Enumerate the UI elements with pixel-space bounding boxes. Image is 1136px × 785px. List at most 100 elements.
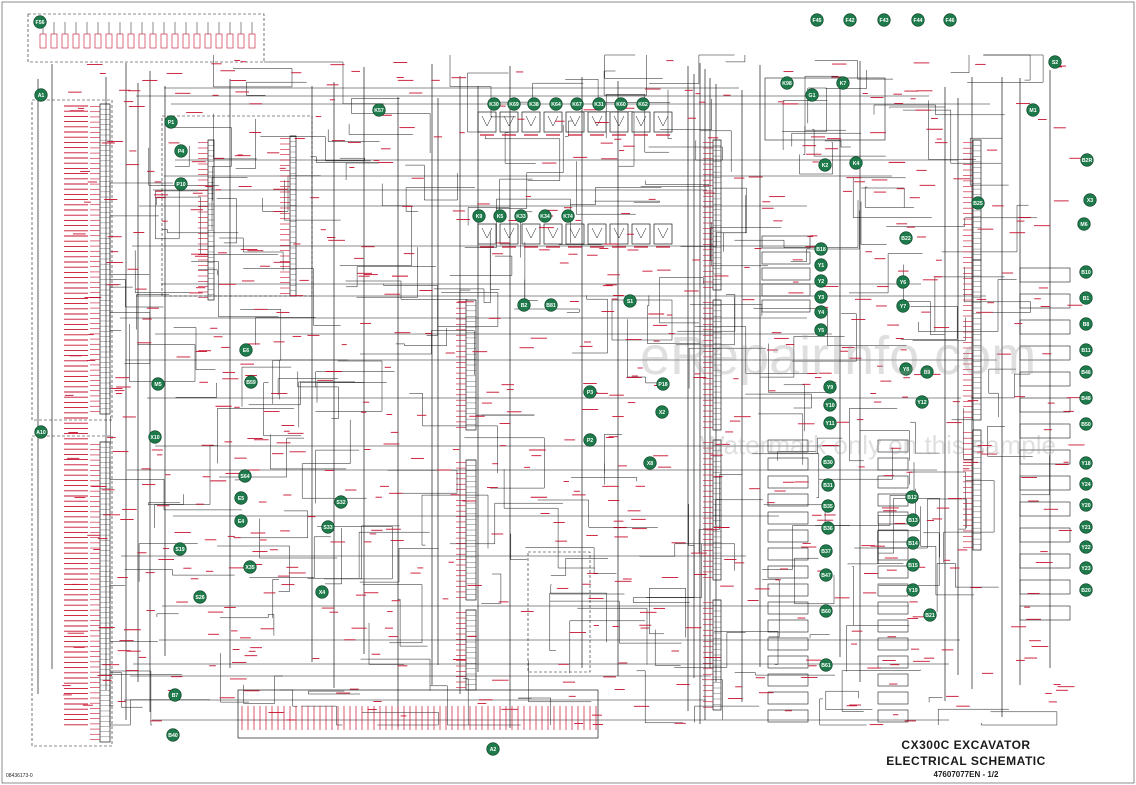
component-marker-label-s64: S64 <box>240 474 249 480</box>
component-marker-x2: X2 <box>655 405 669 419</box>
component-marker-m1: M1 <box>1026 103 1040 117</box>
component-marker-b18: B18 <box>814 242 828 256</box>
wire-8 <box>220 653 249 703</box>
wire-55 <box>249 536 331 578</box>
sensor-block-12 <box>767 655 809 669</box>
fuse-0 <box>39 33 47 49</box>
component-marker-label-b7: B7 <box>172 693 179 699</box>
component-marker-label-f44: F44 <box>914 18 923 24</box>
wire-249 <box>710 222 768 267</box>
solenoid-block-7 <box>877 565 909 579</box>
wire-26 <box>648 140 723 161</box>
wire-224 <box>325 528 342 585</box>
component-marker-b60: B60 <box>819 604 833 618</box>
component-marker-circle-s1 <box>623 294 637 308</box>
component-marker-circle-b30 <box>821 455 835 469</box>
component-marker-circle-b46 <box>1079 365 1093 379</box>
component-marker-label-k62: K62 <box>638 102 648 108</box>
sensor-block-3 <box>767 493 809 507</box>
wire-142 <box>860 201 887 245</box>
component-marker-label-e4: E4 <box>238 519 244 525</box>
component-marker-label-k57: K57 <box>374 108 384 114</box>
fuse-7 <box>116 33 124 49</box>
solenoid-block-11 <box>877 637 909 651</box>
component-marker-label-e6: E6 <box>243 348 249 354</box>
wire-76 <box>694 705 760 723</box>
wire-140 <box>852 177 932 218</box>
component-marker-label-b11: B11 <box>1081 348 1090 354</box>
component-marker-y22: Y22 <box>1079 540 1093 554</box>
sensor-block-5 <box>767 529 809 543</box>
right-sensor-block-5 <box>1019 397 1071 413</box>
wire-130 <box>646 504 695 598</box>
component-marker-label-p18: P18 <box>658 382 667 388</box>
component-marker-circle-k98 <box>780 76 794 90</box>
wire-43 <box>397 598 428 647</box>
wire-98 <box>804 75 846 131</box>
component-marker-b13: B13 <box>906 513 920 527</box>
relay-row0-5 <box>587 111 607 133</box>
wire-158 <box>219 237 284 271</box>
wire-219 <box>900 306 958 340</box>
component-marker-label-y5: Y5 <box>818 328 824 334</box>
wire-160 <box>969 137 1009 186</box>
wire-163 <box>777 451 817 461</box>
component-marker-p3: P3 <box>583 385 597 399</box>
wire-4 <box>525 547 617 574</box>
component-marker-circle-k2 <box>818 158 832 172</box>
wire-191 <box>260 136 371 162</box>
wire-138 <box>360 658 431 691</box>
component-marker-circle-k7 <box>836 76 850 90</box>
wire-62 <box>262 175 321 212</box>
title-block-title: CX300C EXCAVATOR <box>901 738 1031 752</box>
wire-5 <box>356 247 418 298</box>
wire-132 <box>928 100 976 160</box>
component-marker-label-b20: B20 <box>1081 588 1091 594</box>
wire-185 <box>903 264 945 335</box>
component-marker-circle-y10 <box>823 398 837 412</box>
component-marker-x8: X8 <box>643 456 657 470</box>
solenoid-block-6 <box>877 547 909 561</box>
component-marker-circle-k4 <box>849 156 863 170</box>
wire-46 <box>495 125 564 209</box>
fuse-1 <box>50 33 58 49</box>
component-marker-b30: B30 <box>821 455 835 469</box>
wire-152 <box>640 180 710 187</box>
wire-143 <box>528 660 592 703</box>
component-marker-circle-a1 <box>34 88 48 102</box>
relay-contact-1-2 <box>525 227 537 239</box>
wire-120 <box>889 106 946 109</box>
right-sensor-block-13 <box>1019 605 1071 621</box>
component-marker-e5: E5 <box>234 491 248 505</box>
fuse-box-outline <box>27 13 265 63</box>
wire-203 <box>649 54 735 84</box>
controller-a10-frame <box>31 435 113 747</box>
sensor-block-9 <box>767 601 809 615</box>
component-marker-b48: B48 <box>1079 391 1093 405</box>
drawing-number: 08436173-0 <box>6 773 33 779</box>
right-sensor-block-11 <box>1019 553 1071 569</box>
component-marker-b47: B47 <box>819 568 833 582</box>
right-sensor-block-12 <box>1019 579 1071 595</box>
component-marker-circle-b15 <box>906 558 920 572</box>
wire-184 <box>110 279 164 308</box>
wire-60 <box>362 584 423 644</box>
relay-contact-1-4 <box>569 227 581 239</box>
component-marker-label-y1: Y1 <box>818 263 824 269</box>
wire-166 <box>110 672 143 708</box>
component-marker-circle-b14 <box>906 536 920 550</box>
relay-row0-7 <box>631 111 651 133</box>
wire-156 <box>849 253 923 294</box>
component-marker-k98: K98 <box>780 76 794 90</box>
wire-228 <box>550 558 608 576</box>
wire-107 <box>864 186 914 208</box>
component-marker-circle-p4 <box>174 144 188 158</box>
wire-183 <box>387 469 458 494</box>
component-marker-circle-g1 <box>805 88 819 102</box>
wire-59 <box>565 79 670 103</box>
component-marker-k4: K4 <box>849 156 863 170</box>
component-marker-m5: M5 <box>151 377 165 391</box>
wire-245 <box>155 189 199 240</box>
wire-32 <box>504 132 536 164</box>
component-marker-f42: F42 <box>843 13 857 27</box>
